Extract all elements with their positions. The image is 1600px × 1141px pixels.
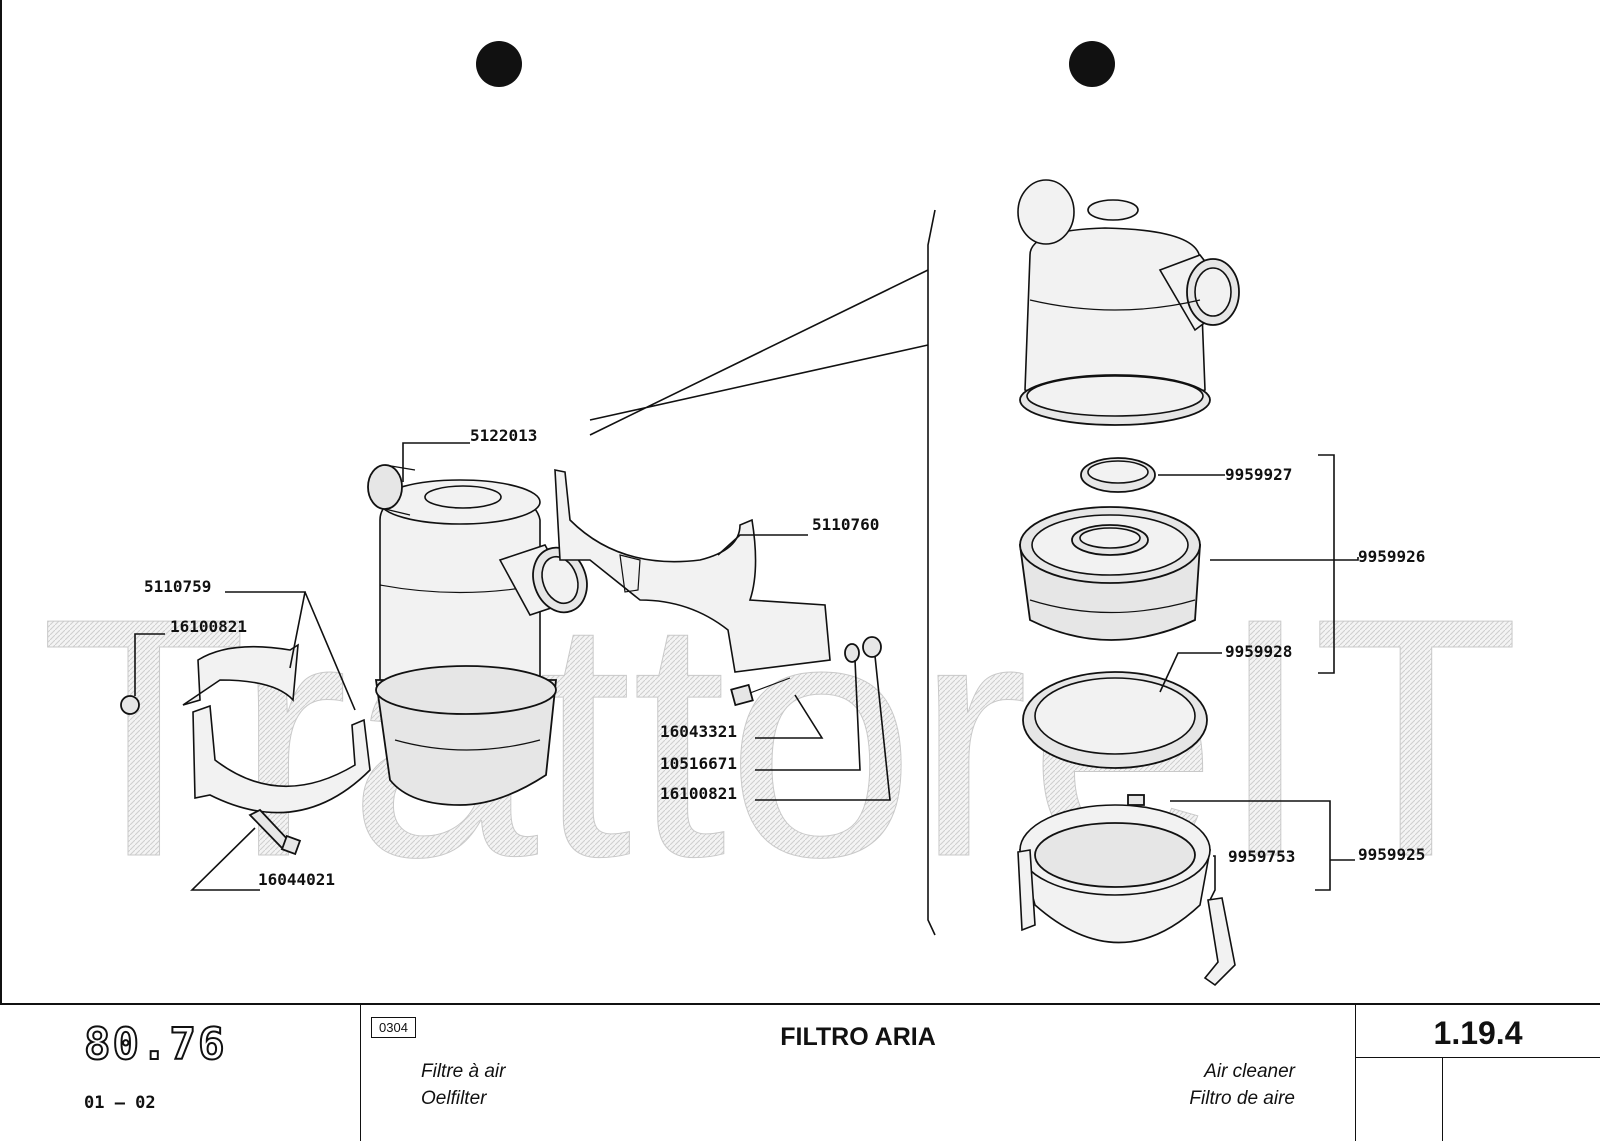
- divider: [1442, 1057, 1443, 1141]
- detail-bracket-line: [927, 209, 936, 936]
- part-label: 5110760: [812, 515, 879, 534]
- mounting-bracket: [554, 469, 831, 673]
- filter-element: [1018, 506, 1201, 641]
- air-cleaner-assembly: [367, 464, 588, 806]
- divider: [1356, 1057, 1600, 1058]
- title-german: Oelfilter: [421, 1088, 487, 1109]
- clamp-bands: [182, 643, 371, 814]
- part-label: 5110759: [144, 577, 211, 596]
- part-label: 9959928: [1225, 642, 1292, 661]
- air-cleaner-cover: [1017, 179, 1240, 426]
- part-label: 9959927: [1225, 465, 1292, 484]
- binder-hole-marker: [476, 41, 522, 87]
- part-label: 16100821: [170, 617, 247, 636]
- page-reference: 1.19.4: [1433, 1015, 1523, 1051]
- part-label: 16044021: [258, 870, 335, 889]
- part-label: 9959925: [1358, 845, 1425, 864]
- reference-cell: 1.19.4: [1356, 1005, 1600, 1141]
- part-label: 5122013: [470, 426, 537, 445]
- part-label: 16100821: [660, 784, 737, 803]
- model-cell: 80.76 01 – 02: [0, 1005, 361, 1141]
- oil-bowl: [1018, 794, 1211, 944]
- edition-date: 01 – 02: [84, 1093, 156, 1113]
- gasket: [1022, 671, 1208, 769]
- seal-ring: [1080, 457, 1156, 493]
- group-code: 0304: [371, 1017, 416, 1038]
- title-english: Air cleaner: [1204, 1061, 1295, 1082]
- part-label: 10516671: [660, 754, 737, 773]
- title-cell: 0304 FILTRO ARIA Filtre à air Oelfilter …: [361, 1005, 1356, 1141]
- page-title: FILTRO ARIA: [780, 1023, 936, 1051]
- bowl-clips: [1017, 849, 1236, 987]
- leader-lines: [134, 442, 1359, 901]
- part-label: 9959926: [1358, 547, 1425, 566]
- binder-hole-marker: [1069, 41, 1115, 87]
- title-block: 80.76 01 – 02 0304 FILTRO ARIA Filtre à …: [0, 1003, 1600, 1141]
- title-french: Filtre à air: [421, 1061, 506, 1082]
- hardware-fasteners: [120, 636, 882, 856]
- title-spanish: Filtro de aire: [1189, 1088, 1295, 1109]
- part-label: 16043321: [660, 722, 737, 741]
- part-label: 9959753: [1228, 847, 1295, 866]
- model-logo: 80.76: [83, 1018, 227, 1071]
